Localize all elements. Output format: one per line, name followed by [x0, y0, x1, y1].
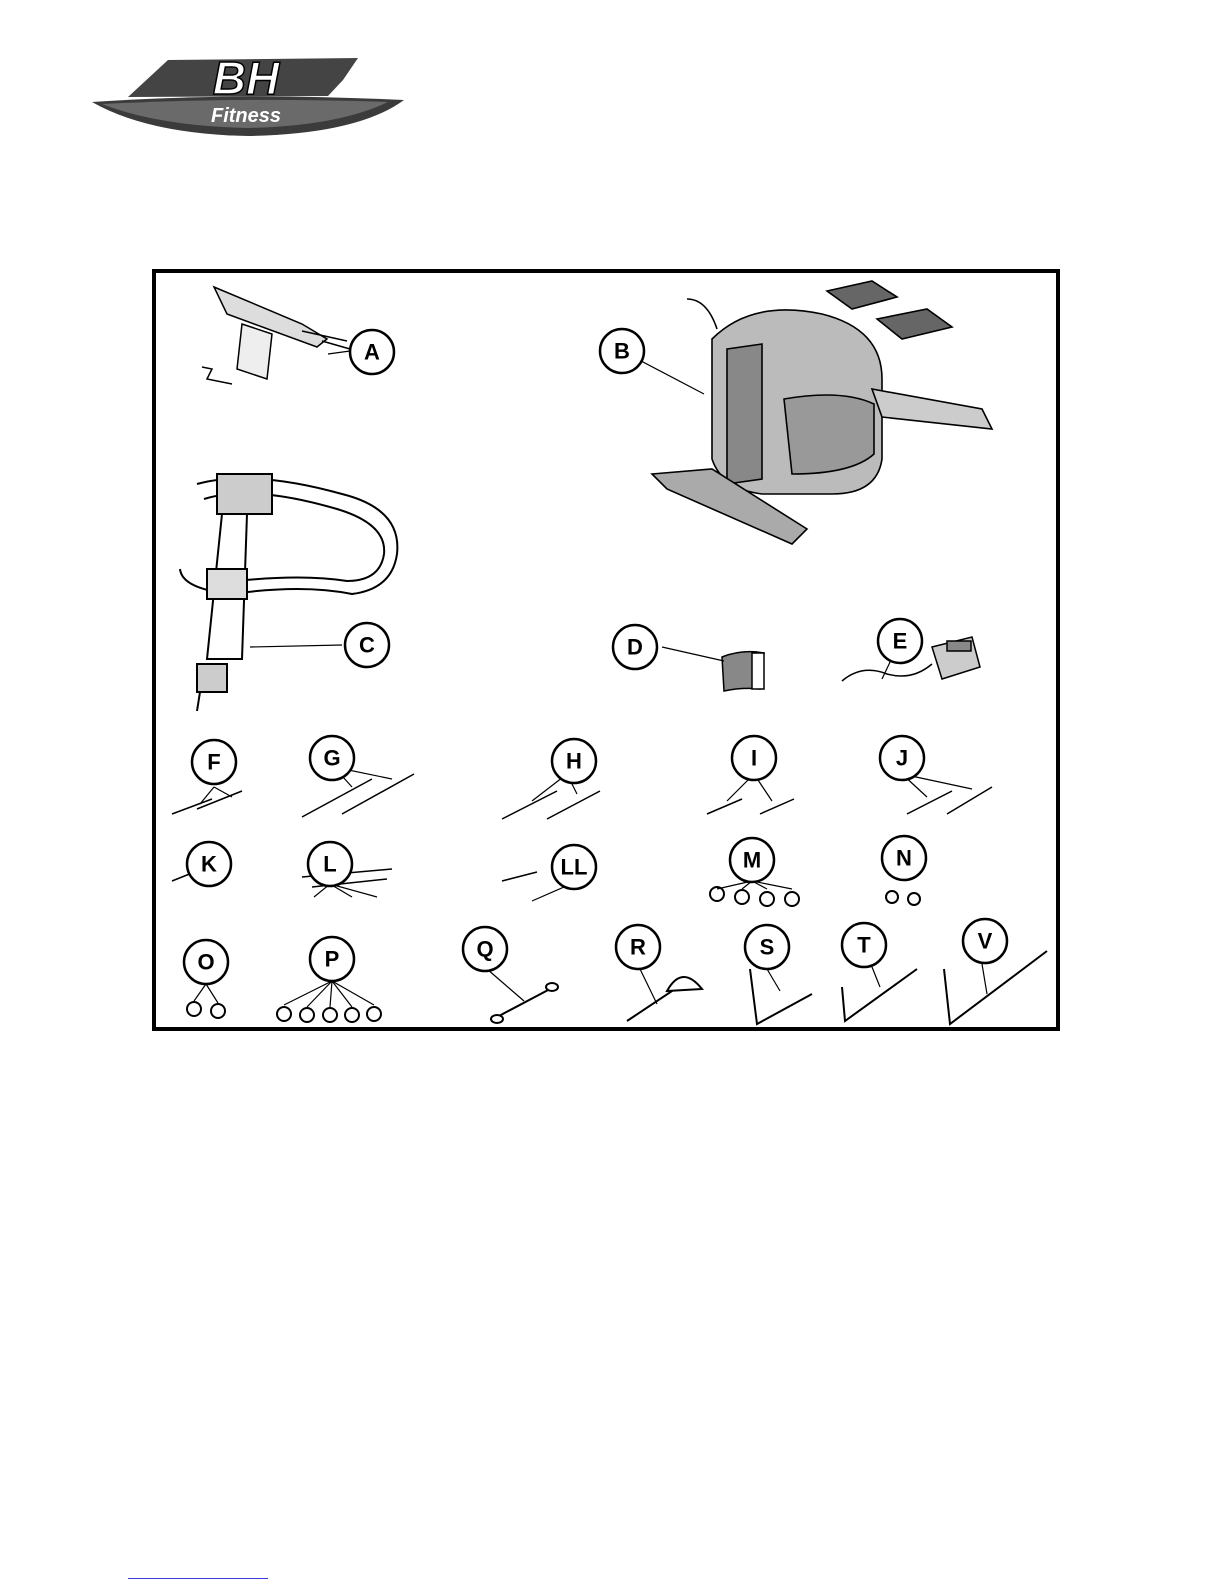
- callout-j: J: [880, 736, 924, 780]
- label-m: M: [743, 848, 761, 873]
- callout-a: A: [350, 330, 394, 374]
- callout-i: I: [732, 736, 776, 780]
- callout-s: S: [745, 925, 789, 969]
- label-c: C: [359, 633, 375, 658]
- footer-underline-link[interactable]: [128, 1578, 268, 1579]
- label-d: D: [627, 635, 643, 660]
- callout-m: M: [730, 838, 774, 882]
- parts-diagram: A B C D E F G H I J K L LL M N O P Q R S…: [152, 269, 1060, 1031]
- label-v: V: [978, 929, 993, 954]
- label-s: S: [760, 935, 775, 960]
- callout-p: P: [310, 937, 354, 981]
- callout-v: V: [963, 919, 1007, 963]
- callout-f: F: [192, 740, 236, 784]
- callout-e: E: [878, 619, 922, 663]
- callout-b: B: [600, 329, 644, 373]
- callout-n: N: [882, 836, 926, 880]
- label-p: P: [325, 947, 340, 972]
- callout-ll: LL: [552, 845, 596, 889]
- label-q: Q: [476, 937, 493, 962]
- label-g: G: [323, 746, 340, 771]
- bh-fitness-logo: BH Fitness: [88, 52, 406, 136]
- part-d-cover: [722, 652, 764, 691]
- label-l: L: [323, 852, 336, 877]
- callout-t: T: [842, 923, 886, 967]
- label-a: A: [364, 340, 380, 365]
- callout-q: Q: [463, 927, 507, 971]
- label-k: K: [201, 852, 217, 877]
- label-o: O: [197, 950, 214, 975]
- label-h: H: [566, 749, 582, 774]
- callout-d: D: [613, 625, 657, 669]
- callout-h: H: [552, 739, 596, 783]
- label-i: I: [751, 746, 757, 771]
- diagram-frame: [154, 271, 1058, 1029]
- label-b: B: [614, 339, 630, 364]
- label-f: F: [207, 750, 220, 775]
- callout-k: K: [187, 842, 231, 886]
- callout-g: G: [310, 736, 354, 780]
- label-n: N: [896, 846, 912, 871]
- label-e: E: [893, 629, 908, 654]
- label-ll: LL: [561, 855, 588, 880]
- label-j: J: [896, 746, 908, 771]
- label-t: T: [857, 933, 871, 958]
- callout-c: C: [345, 623, 389, 667]
- label-r: R: [630, 935, 646, 960]
- callout-l: L: [308, 842, 352, 886]
- brand-main-text: BH: [213, 52, 280, 104]
- callout-r: R: [616, 925, 660, 969]
- callout-o: O: [184, 940, 228, 984]
- brand-sub-text: Fitness: [211, 105, 281, 127]
